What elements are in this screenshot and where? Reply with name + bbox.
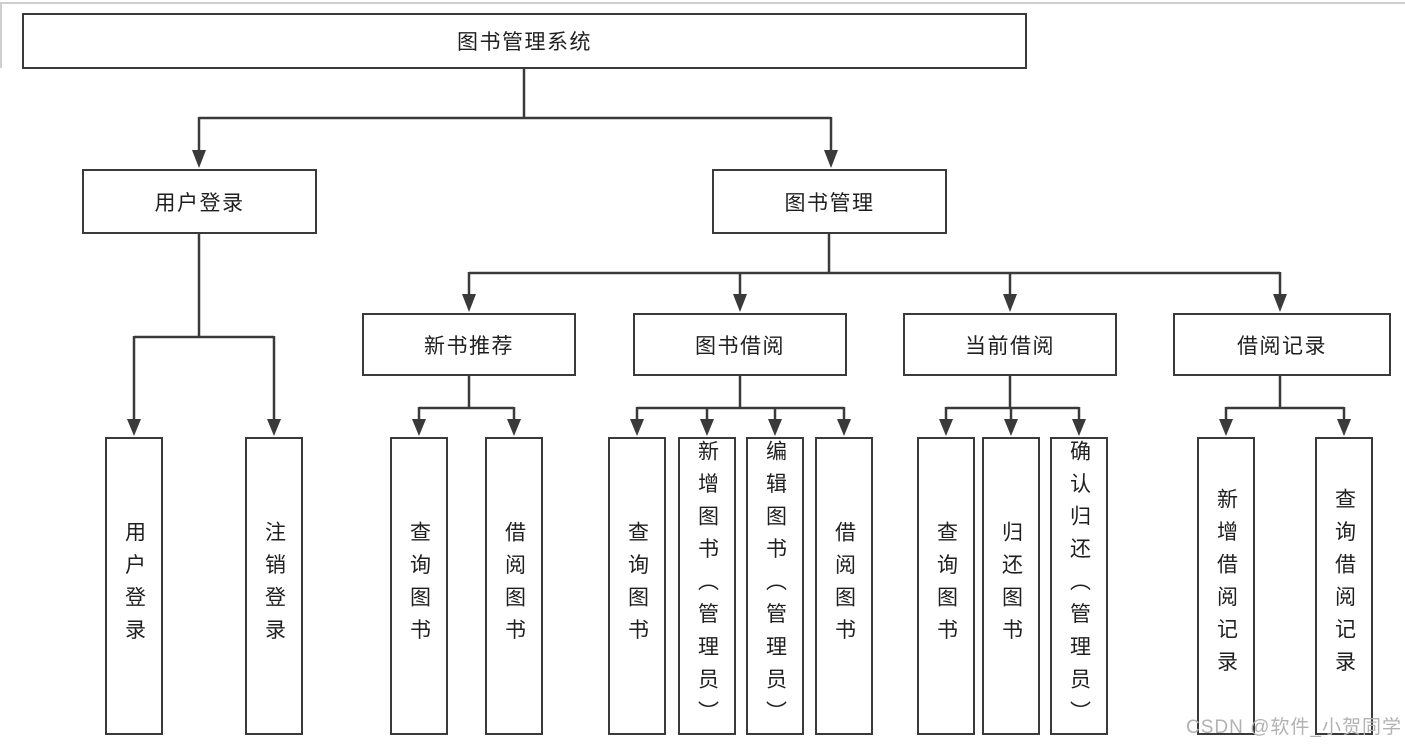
leaf-add-books-admin: 新增图书（管理员） [678, 437, 736, 735]
leaf-query-books-current: 查询图书 [917, 437, 975, 735]
connector-book-borrowing-children [630, 376, 851, 436]
leaf-query-books-recommend: 查询图书 [390, 437, 448, 735]
top-edge-line [0, 2, 1405, 4]
leaf-edit-books-admin: 编辑图书（管理员） [746, 437, 804, 735]
node-library-management-system: 图书管理系统 [22, 13, 1027, 69]
leaf-borrow-books-recommend: 借阅图书 [485, 437, 543, 735]
leaf-query-borrow-record: 查询借阅记录 [1315, 437, 1373, 735]
node-book-borrowing: 图书借阅 [633, 313, 847, 376]
leaf-logout: 注销登录 [245, 437, 303, 735]
leaf-query-books-borrowing: 查询图书 [608, 437, 666, 735]
leaf-borrow-books: 借阅图书 [815, 437, 873, 735]
leaf-add-borrow-record: 新增借阅记录 [1197, 437, 1255, 735]
connector-current-borrowing-children [939, 376, 1086, 436]
leaf-user-login: 用户登录 [105, 437, 163, 735]
connector-borrowing-records-children [1219, 376, 1351, 436]
connector-book-management-children [462, 234, 1287, 312]
left-edge-line [0, 2, 2, 68]
connector-new-book-recommend-children [412, 376, 521, 436]
leaf-return-books: 归还图书 [982, 437, 1040, 735]
node-book-management: 图书管理 [712, 169, 947, 234]
node-borrowing-records: 借阅记录 [1173, 313, 1391, 376]
node-user-login: 用户登录 [82, 169, 317, 234]
csdn-watermark: CSDN @软件_小贺同学 [1186, 717, 1402, 738]
leaf-confirm-return-admin: 确认归还（管理员） [1050, 437, 1108, 735]
node-current-borrowing: 当前借阅 [903, 313, 1117, 376]
connector-root-to-level2 [192, 69, 838, 168]
node-new-book-recommend: 新书推荐 [362, 313, 576, 376]
connector-user-login-children [127, 234, 281, 436]
